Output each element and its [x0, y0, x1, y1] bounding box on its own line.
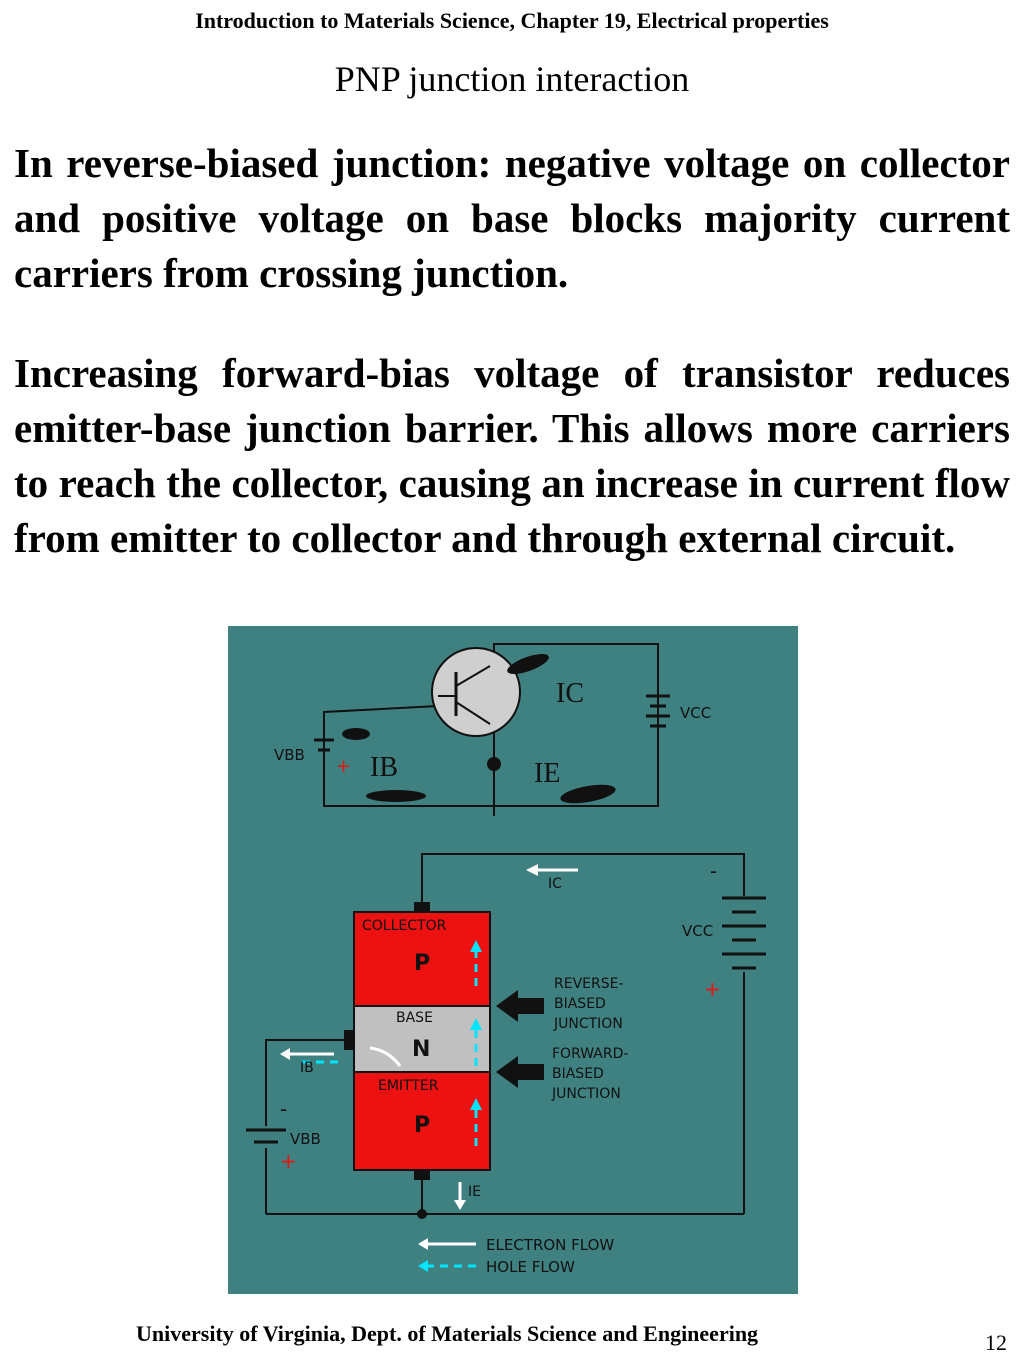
vbb-battery-bottom	[246, 1128, 286, 1144]
base-label: BASE	[396, 1010, 433, 1026]
forward-label-line2: BIASED	[552, 1066, 604, 1082]
collector-wire	[421, 853, 745, 902]
vcc-battery	[646, 694, 670, 728]
legend-electron-flow: ELECTRON FLOW	[486, 1236, 614, 1254]
top-vcc-label: VCC	[680, 704, 711, 722]
emitter-contact	[414, 1170, 430, 1180]
vcc-battery-bottom	[722, 896, 766, 970]
top-current-paths	[342, 654, 616, 804]
hole-flow-heads	[470, 940, 482, 1110]
top-plus-sign: +	[336, 756, 351, 777]
flow-legend: ELECTRON FLOW HOLE FLOW	[418, 1236, 614, 1276]
bottom-ie-label: IE	[468, 1184, 481, 1200]
reverse-label-line2: BIASED	[554, 996, 606, 1012]
pnp-diagram-svg: IC VCC VBB IB IE +	[246, 643, 766, 1276]
collector-label: COLLECTOR	[362, 918, 447, 934]
reverse-label-line3: JUNCTION	[553, 1016, 623, 1032]
vbb-battery	[314, 738, 334, 752]
vbb-minus-sign: -	[280, 1097, 287, 1121]
paragraph-forward-bias: Increasing forward-bias voltage of trans…	[14, 350, 1010, 561]
pnp-figure: IC VCC VBB IB IE +	[228, 626, 798, 1294]
paragraph-reverse-bias: In reverse-biased junction: negative vol…	[14, 140, 1010, 296]
course-header: Introduction to Materials Science, Chapt…	[195, 8, 829, 33]
bottom-ic-label: IC	[548, 876, 562, 892]
reverse-label-line1: REVERSE-	[554, 976, 624, 992]
reverse-junction-arrow	[496, 990, 544, 1022]
forward-label-line3: JUNCTION	[551, 1086, 621, 1102]
electron-flow-arrows	[288, 868, 578, 1202]
vbb-plus-sign: +	[280, 1149, 297, 1173]
footer-institution: University of Virginia, Dept. of Materia…	[136, 1321, 759, 1346]
bottom-ib-label: IB	[300, 1060, 314, 1076]
emitter-p-region	[353, 1071, 491, 1171]
page-number: 12	[985, 1330, 1007, 1355]
base-wire	[265, 1039, 356, 1126]
collector-contact	[414, 902, 430, 912]
transistor-symbol	[431, 647, 521, 737]
bottom-vbb-label: VBB	[290, 1130, 321, 1148]
electron-flow-heads	[280, 864, 538, 1210]
collector-p-region	[353, 911, 491, 1007]
emitter-label: EMITTER	[378, 1078, 439, 1094]
top-ic-label: IC	[556, 678, 584, 709]
bottom-junction-dot	[417, 1209, 427, 1219]
vcc-plus-sign: +	[704, 977, 721, 1001]
p-bottom-label: P	[414, 1113, 430, 1138]
legend-hole-flow: HOLE FLOW	[486, 1258, 575, 1276]
top-ie-label: IE	[534, 758, 560, 789]
forward-label-line1: FORWARD-	[552, 1046, 628, 1062]
top-ib-label: IB	[370, 752, 398, 783]
n-label: N	[412, 1037, 430, 1062]
top-vbb-label: VBB	[274, 746, 305, 764]
p-top-label: P	[414, 951, 430, 976]
bottom-vcc-label: VCC	[682, 922, 713, 940]
vbb-loop-wire	[323, 705, 494, 807]
slide-title: PNP junction interaction	[334, 59, 690, 99]
hole-flow-arrows	[302, 948, 478, 1146]
forward-junction-arrow	[496, 1056, 544, 1088]
bottom-wires	[265, 853, 745, 1215]
vcc-minus-sign: -	[710, 859, 717, 883]
